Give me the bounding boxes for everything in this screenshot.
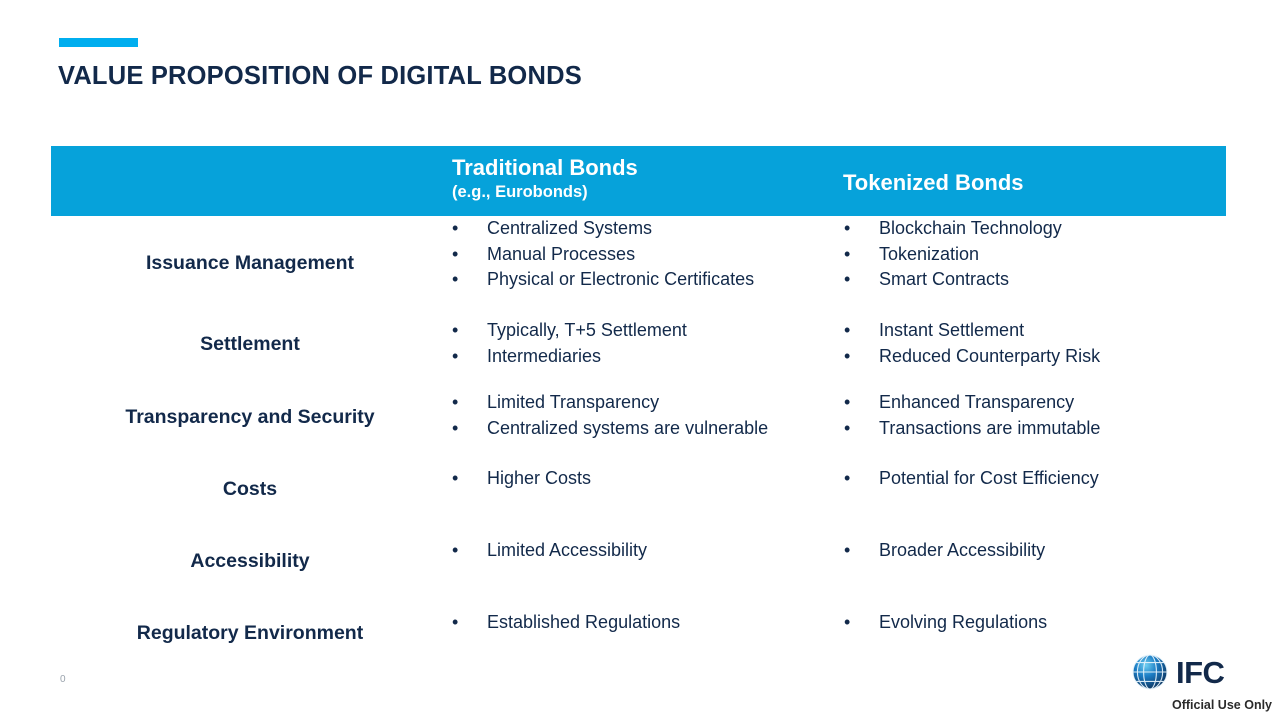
column-header-tokenized-bonds: Tokenized Bonds <box>843 170 1024 195</box>
row-label: Costs <box>222 478 278 500</box>
bullet-dot-icon: • <box>844 218 851 238</box>
bullet-dot-icon: • <box>452 218 459 238</box>
cell-traditional: • Established Regulations <box>446 610 838 636</box>
bullet-item: • Tokenization <box>838 242 1238 268</box>
row-label: Issuance Management <box>145 252 355 274</box>
bullet-item: • Broader Accessibility <box>838 538 1238 564</box>
bullet-dot-icon: • <box>844 612 851 632</box>
bullet-dot-icon: • <box>452 269 459 289</box>
bullet-item: • Established Regulations <box>446 610 838 636</box>
cell-tokenized: • Evolving Regulations <box>838 610 1238 636</box>
cell-tokenized: • Instant Settlement • Reduced Counterparty… <box>838 318 1238 369</box>
bullet-item: • Typically, T+5 Settlement <box>446 318 838 344</box>
row-label: Transparency and Security <box>125 406 375 428</box>
bullet-text: Intermediaries <box>487 345 602 366</box>
row-label: Regulatory Environment <box>136 622 364 644</box>
cell-traditional: • Higher Costs <box>446 466 838 492</box>
bullet-text: Established Regulations <box>487 612 681 632</box>
bullet-item: • Smart Contracts <box>838 267 1238 293</box>
bullet-text: Limited Transparency <box>487 392 660 412</box>
bullet-text: Broader Accessibility <box>879 540 1046 560</box>
title-accent-bar <box>59 38 138 47</box>
ifc-wordmark: IFC <box>1176 654 1225 690</box>
bullet-item: • Instant Settlement <box>838 318 1238 344</box>
bullet-item: • Centralized systems are vulnerable <box>446 416 838 442</box>
bullet-item: • Potential for Cost Efficiency <box>838 466 1238 492</box>
cell-tokenized: • Potential for Cost Efficiency <box>838 466 1238 492</box>
ifc-logo: IFC <box>1128 650 1225 694</box>
bullet-text: Limited Accessibility <box>487 540 648 560</box>
row-label: Accessibility <box>190 550 310 572</box>
classification-label: Official Use Only <box>1171 698 1272 712</box>
bullet-dot-icon: • <box>452 417 459 438</box>
bullet-text: Reduced Counterparty Risk <box>879 345 1101 366</box>
cell-tokenized: • Blockchain Technology • Tokenization • Smar… <box>838 216 1238 293</box>
bullet-text: Enhanced Transparency <box>879 392 1075 412</box>
bullet-text: Evolving Regulations <box>879 612 1048 632</box>
bullet-dot-icon: • <box>844 392 851 412</box>
column-header-traditional-subtitle: (e.g., Eurobonds) <box>452 183 588 201</box>
bullet-dot-icon: • <box>452 468 459 488</box>
bullet-dot-icon: • <box>452 392 459 412</box>
table-header-band <box>51 146 1226 216</box>
bullet-text: Smart Contracts <box>879 269 1010 289</box>
bullet-dot-icon: • <box>844 269 851 289</box>
page-number: 0 <box>60 674 66 685</box>
cell-tokenized: • Broader Accessibility <box>838 538 1238 564</box>
bullet-dot-icon: • <box>452 540 459 560</box>
bullet-dot-icon: • <box>452 345 459 366</box>
bullet-text: Typically, T+5 Settlement <box>487 320 687 340</box>
bullet-dot-icon: • <box>452 320 459 340</box>
bullet-item: • Physical or Electronic Certificates <box>446 267 838 293</box>
cell-traditional: • Limited Accessibility <box>446 538 838 564</box>
bullet-text: Physical or Electronic Certificates <box>487 269 755 289</box>
bullet-dot-icon: • <box>452 243 459 264</box>
bullet-text: Transactions are immutable <box>879 417 1101 438</box>
bullet-item: • Limited Transparency <box>446 390 838 416</box>
cell-tokenized: • Enhanced Transparency • Transactions are … <box>838 390 1238 441</box>
bullet-text: Higher Costs <box>487 468 592 488</box>
bullet-text: Potential for Cost Efficiency <box>879 468 1099 488</box>
bullet-item: • Intermediaries <box>446 344 838 370</box>
bullet-dot-icon: • <box>844 320 851 340</box>
bullet-item: • Limited Accessibility <box>446 538 838 564</box>
bullet-text: Centralized Systems <box>487 218 653 238</box>
bullet-text: Tokenization <box>879 243 980 264</box>
bullet-text: Manual Processes <box>487 243 636 264</box>
bullet-item: • Transactions are immutable <box>838 416 1238 442</box>
cell-traditional: • Typically, T+5 Settlement • Intermediarie… <box>446 318 838 369</box>
bullet-dot-icon: • <box>452 612 459 632</box>
globe-icon <box>1128 650 1172 694</box>
column-header-traditional-title: Traditional Bonds <box>452 155 638 180</box>
bullet-dot-icon: • <box>844 345 851 366</box>
bullet-item: • Higher Costs <box>446 466 838 492</box>
bullet-item: • Reduced Counterparty Risk <box>838 344 1238 370</box>
bullet-text: Blockchain Technology <box>879 218 1062 238</box>
bullet-item: • Centralized Systems <box>446 216 838 242</box>
cell-traditional: • Centralized Systems • Manual Processes • Ph… <box>446 216 838 293</box>
bullet-item: • Evolving Regulations <box>838 610 1238 636</box>
bullet-text: Centralized systems are vulnerable <box>487 417 769 438</box>
bullet-dot-icon: • <box>844 468 851 488</box>
bullet-text: Instant Settlement <box>879 320 1025 340</box>
bullet-dot-icon: • <box>844 243 851 264</box>
cell-traditional: • Limited Transparency • Centralized system… <box>446 390 838 441</box>
bullet-item: • Blockchain Technology <box>838 216 1238 242</box>
row-label: Settlement <box>200 333 300 355</box>
bullet-item: • Manual Processes <box>446 242 838 268</box>
page-title: VALUE PROPOSITION OF DIGITAL BONDS <box>58 62 582 90</box>
column-header-traditional-bonds: Traditional Bonds (e.g., Eurobonds) <box>452 155 638 203</box>
bullet-dot-icon: • <box>844 417 851 438</box>
bullet-dot-icon: • <box>844 540 851 560</box>
bullet-item: • Enhanced Transparency <box>838 390 1238 416</box>
